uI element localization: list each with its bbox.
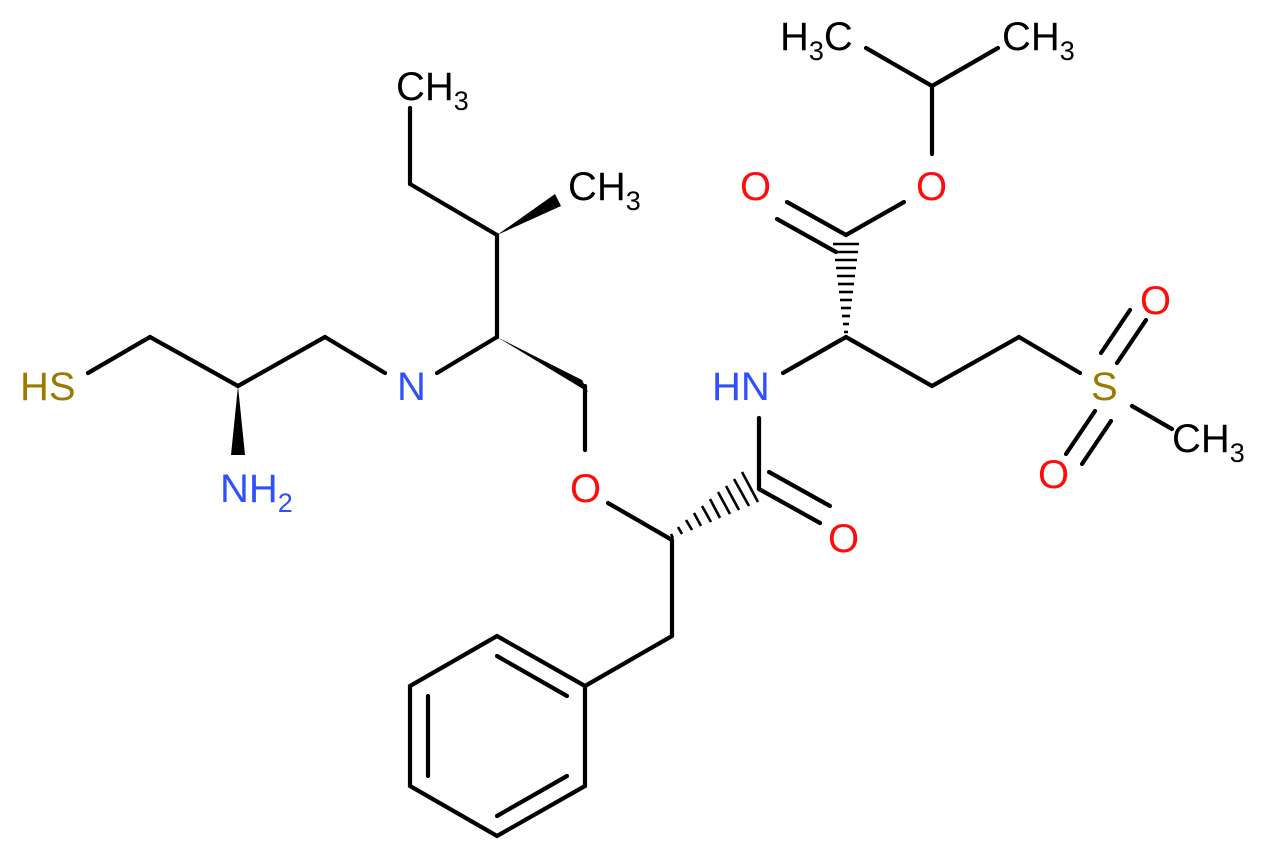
wedge-c4-c9 (497, 337, 588, 392)
bond-ch-right (929, 45, 1001, 89)
hashed-bonds (669, 242, 859, 539)
bond-ester-co-b (774, 216, 839, 255)
bond-c5-c7 (407, 181, 500, 238)
bond-c15-c16 (929, 334, 1022, 389)
bond-amide-co-b (766, 469, 833, 509)
benzene-ring (407, 633, 588, 839)
bond-so-bottom (1063, 408, 1098, 457)
bond-ester-co-a (784, 199, 849, 238)
atom-label-s-sulfone: S (1091, 365, 1118, 409)
atom-label-o-sulfone-top: O (1140, 279, 1171, 323)
atom-labels: HS NH2 N O O HN O O S O O CH3 CH3 H3C CH… (20, 15, 1245, 561)
wedge-bonds (231, 194, 588, 455)
atom-label-hn-amide: HN (712, 365, 770, 409)
bond-so-top (1114, 317, 1149, 366)
hash-c12-c13 (833, 242, 859, 334)
atom-label-o-ester: O (916, 165, 947, 209)
atom-label-n-amine: N (397, 365, 426, 409)
atom-label-h3c-iso-left: H3C (780, 15, 853, 66)
bond-nh-c12 (780, 334, 849, 376)
atom-label-o-ether: O (570, 467, 601, 511)
atom-label-hs: HS (20, 365, 76, 409)
bond-c12-c15 (843, 334, 935, 389)
bond-c13-oester (843, 199, 907, 238)
atom-label-o-ester-carbonyl: O (740, 165, 771, 209)
bond-so-top-b (1098, 307, 1133, 356)
atom-label-ch3-iso-right: CH3 (1002, 15, 1075, 66)
bond-s-ch3 (1129, 403, 1175, 432)
atom-label-ch3-sulfone: CH3 (1172, 417, 1245, 468)
bonds (85, 45, 1175, 839)
bond-so-bottom-b (1079, 418, 1114, 467)
atom-label-ch3-ethyl: CH3 (396, 65, 469, 116)
atom-label-ch3-methyl: CH3 (568, 165, 641, 216)
hash-c10-c11 (669, 471, 760, 539)
bond-ch-left (863, 45, 935, 89)
bond-o-c10 (605, 500, 675, 543)
bond-s-c1 (85, 334, 153, 376)
bond-c14-ring (582, 633, 675, 689)
bond-n-c4 (434, 334, 500, 376)
bond-c2-c3 (235, 334, 328, 389)
atom-label-nh2: NH2 (220, 467, 293, 518)
benzene-inner-1 (494, 653, 570, 699)
wedge-c5-ch3 (497, 194, 561, 235)
bond-c1-c2 (147, 334, 241, 389)
wedge-c2-nh2 (231, 386, 245, 455)
bond-c3-n (322, 334, 388, 376)
bond-c16-s (1016, 334, 1083, 376)
atom-label-o-sulfone-bottom: O (1038, 453, 1069, 497)
benzene-inner-3 (494, 773, 570, 819)
bond-amide-co-a (756, 486, 823, 526)
atom-label-o-amide: O (828, 517, 859, 561)
